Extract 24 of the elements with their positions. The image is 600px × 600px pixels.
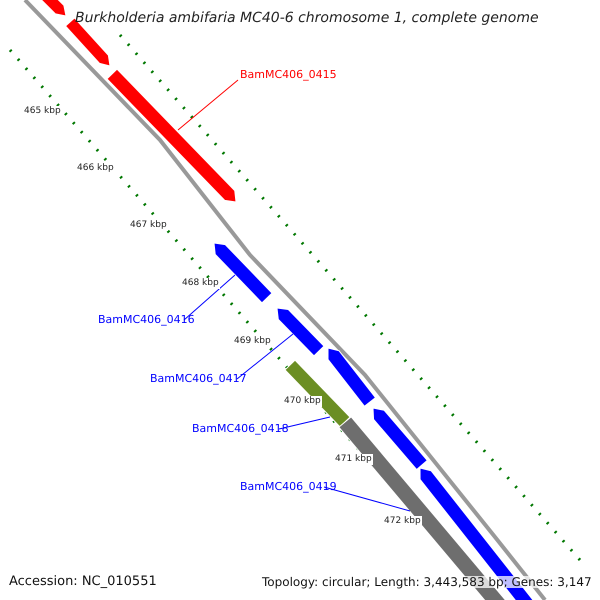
gene-feature <box>276 307 325 357</box>
leader-line <box>178 80 238 130</box>
tick-label: 470 kbp <box>283 396 322 407</box>
leader-line <box>324 486 410 512</box>
tick-label: 472 kbp <box>383 516 422 527</box>
accession-text: Accession: NC_010551 <box>9 575 157 588</box>
leader-line <box>236 334 294 380</box>
gene-label: BamMC406_0415 <box>240 69 337 80</box>
leader-line <box>278 416 330 430</box>
gene-label: BamMC406_0417 <box>150 373 247 384</box>
gene-label: BamMC406_0416 <box>98 314 195 325</box>
map-title: Burkholderia ambifaria MC40-6 chromosome 1, complete genome <box>75 11 539 25</box>
gene-feature <box>372 407 428 470</box>
gene-label: BamMC406_0419 <box>240 481 337 492</box>
gene-label: BamMC406_0418 <box>192 423 289 434</box>
tick-label: 466 kbp <box>76 163 115 174</box>
tick-label: 465 kbp <box>23 106 62 117</box>
tick-label: 469 kbp <box>233 336 272 347</box>
tick-label: 467 kbp <box>129 220 168 231</box>
tick-label: 471 kbp <box>334 454 373 465</box>
tick-label: 468 kbp <box>181 278 220 289</box>
genome-info-text: Topology: circular; Length: 3,443,583 bp; Genes: 3,147 <box>262 576 592 588</box>
leader-line <box>184 274 236 320</box>
gene-feature <box>328 347 376 407</box>
